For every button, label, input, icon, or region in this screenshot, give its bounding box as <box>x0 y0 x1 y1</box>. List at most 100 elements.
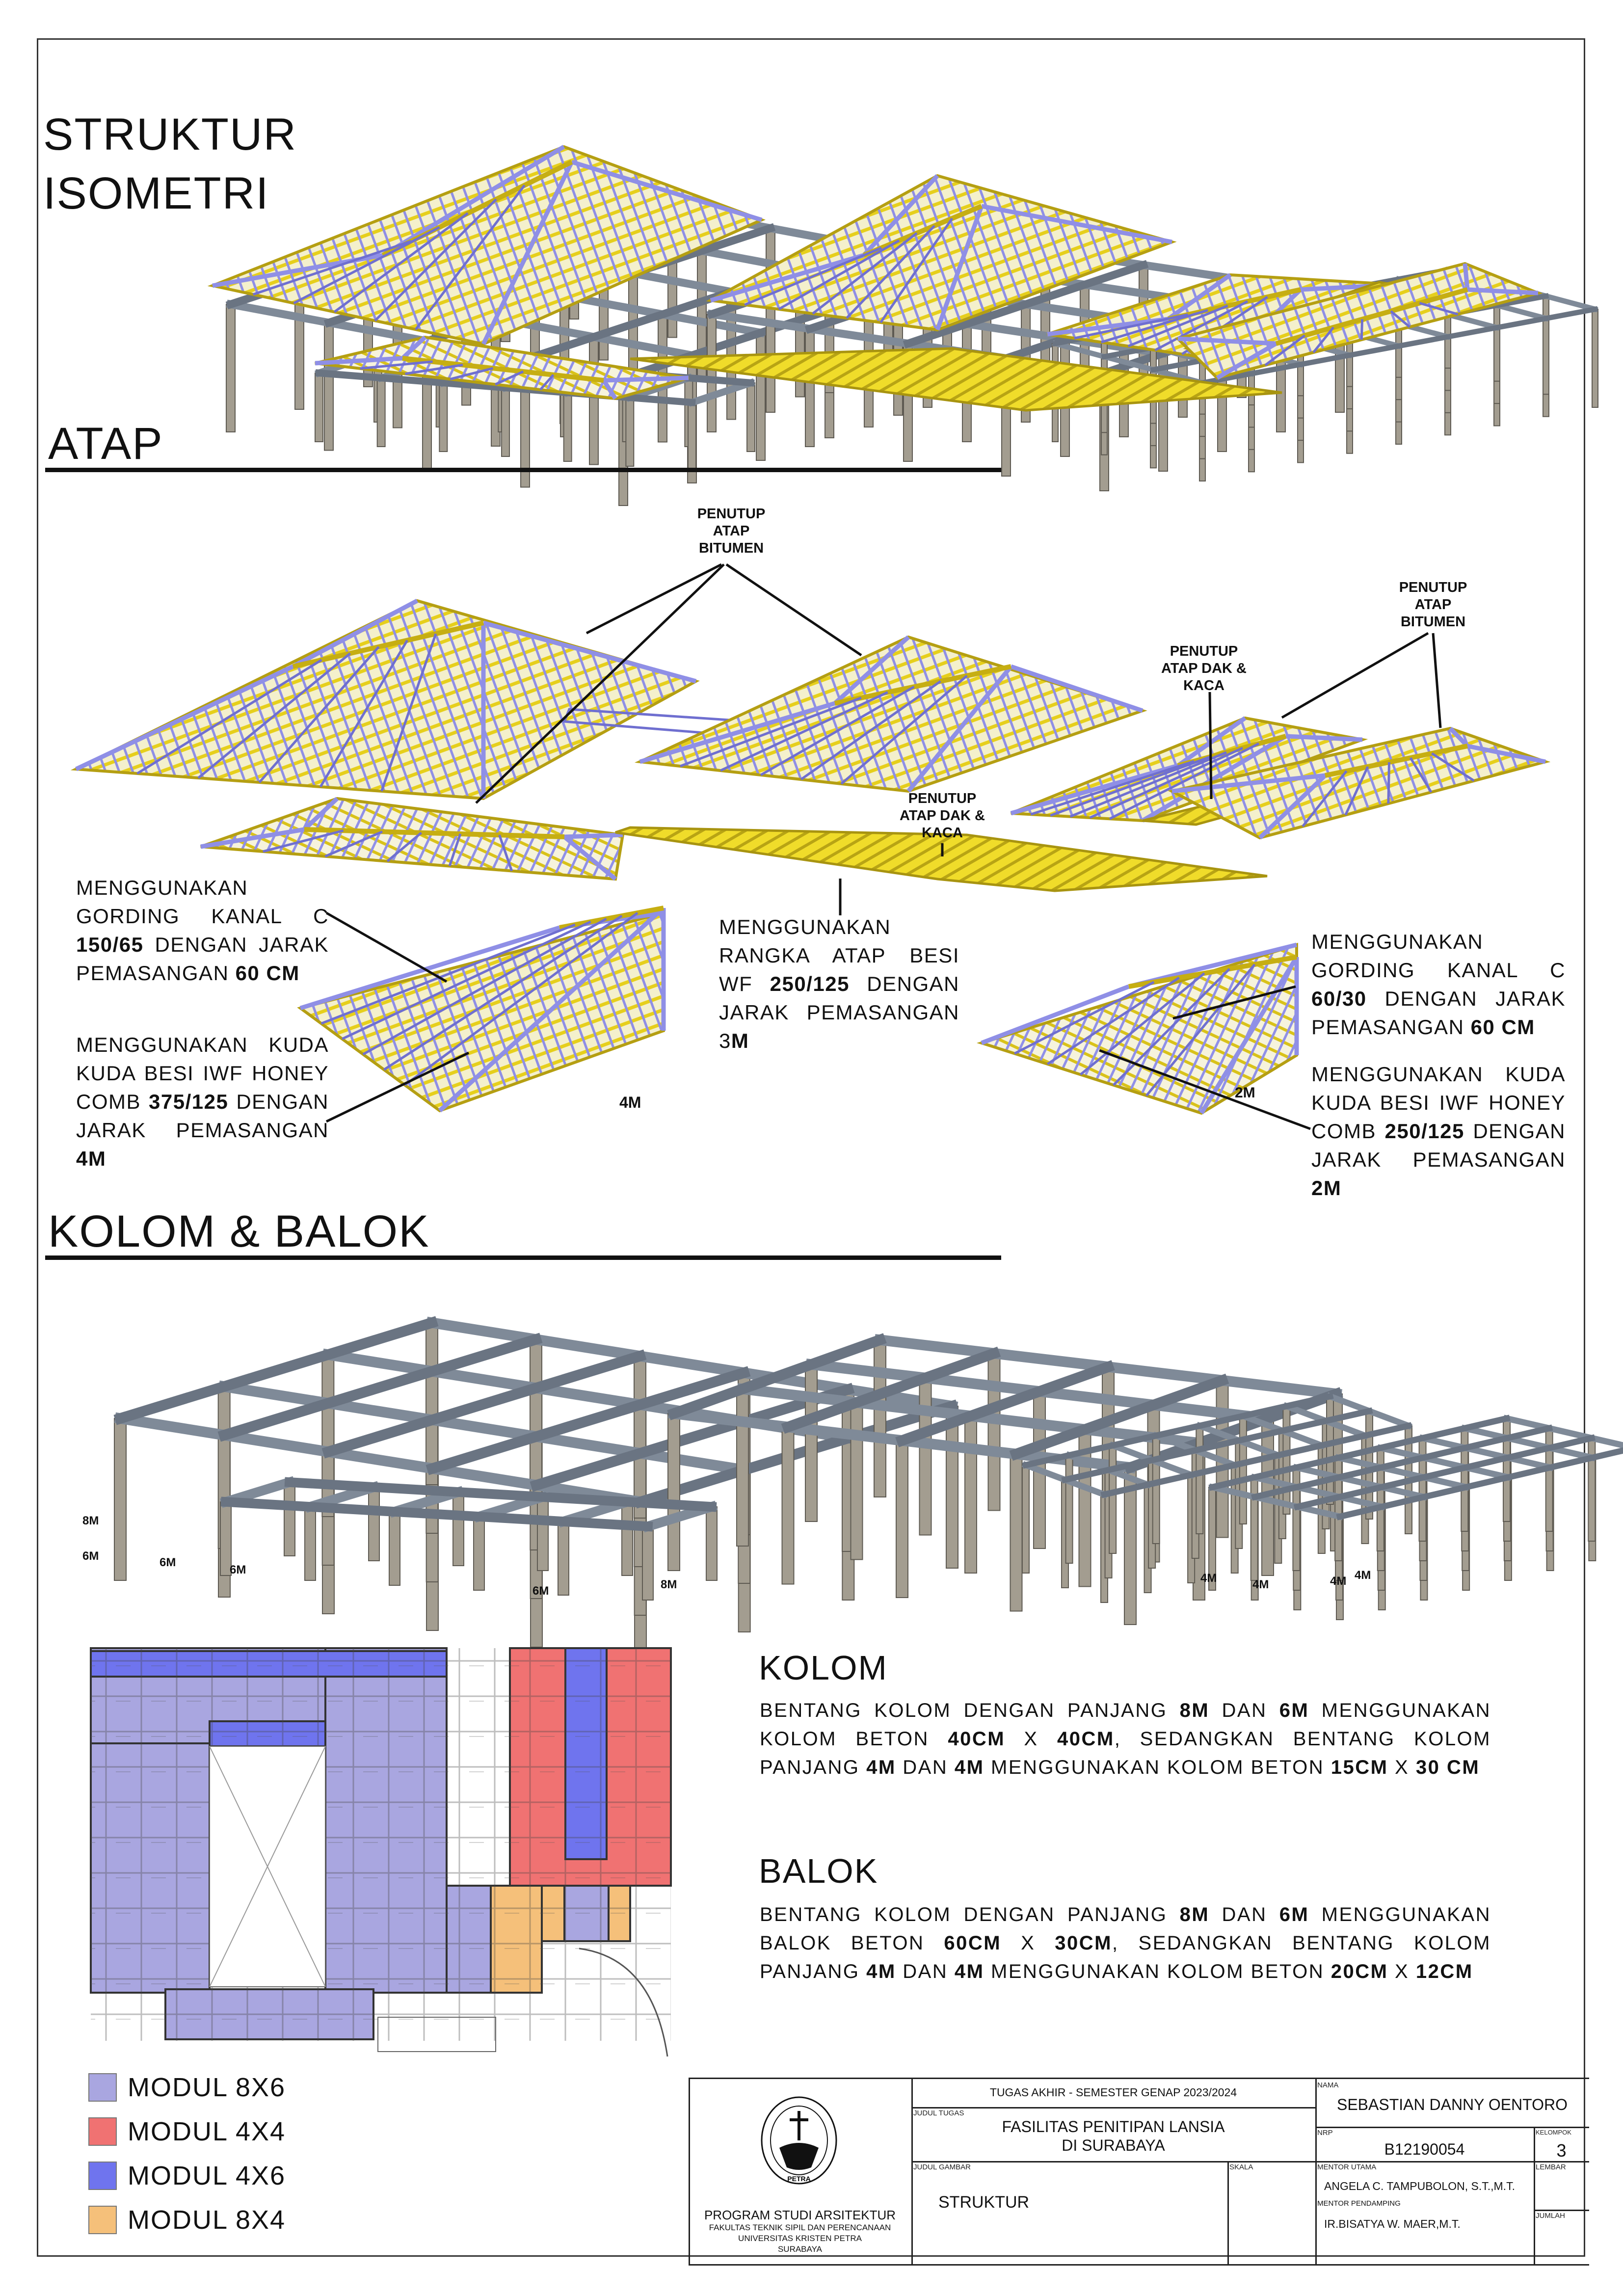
hip-rafter <box>1177 336 1277 346</box>
note-kuda-left: MENGGUNAKAN KUDA KUDA BESI IWF HONEY COM… <box>76 1031 329 1173</box>
beam <box>781 1346 1001 1434</box>
judul-gambar-cell: JUDUL GAMBAR STRUKTUR <box>911 2161 1227 2264</box>
truss <box>324 830 383 858</box>
callout-line: KACA <box>922 825 963 841</box>
column <box>625 397 635 467</box>
title-block: PETRA PROGRAM STUDI ARSITEKTUR FAKULTAS … <box>689 2078 1589 2266</box>
bold-value: 30CM <box>1055 1932 1112 1954</box>
truss <box>1154 300 1249 351</box>
project-title-line-2: DI SURABAYA <box>1062 2136 1165 2154</box>
ridge-beam <box>1275 287 1468 346</box>
truss <box>760 686 915 776</box>
field-label: JUDUL GAMBAR <box>913 2163 971 2171</box>
beam <box>1503 1415 1623 1449</box>
legend-label: MODUL 4X4 <box>128 2117 286 2146</box>
text-segment: X <box>1005 1728 1057 1750</box>
truss <box>1113 968 1230 1086</box>
truss <box>1390 310 1411 328</box>
column <box>1109 1445 1117 1554</box>
courtyard-path <box>209 1746 326 1987</box>
callout-line: PENUTUP <box>1170 643 1238 659</box>
column-beam-drawing <box>113 1316 1623 1664</box>
column <box>850 1402 863 1560</box>
text-segment: X <box>1388 1961 1416 1982</box>
frame <box>1021 1392 1413 1603</box>
beam <box>1208 1483 1344 1521</box>
city-name: SURABAYA <box>777 2244 823 2254</box>
truss <box>342 920 591 1040</box>
column <box>1503 1418 1511 1522</box>
bold-value: 6M <box>1279 1904 1309 1925</box>
hip-rafter <box>935 205 984 331</box>
text-segment: MENGGUNAKAN KUDA KUDA BESI IWF HONEY COM… <box>76 1033 329 1113</box>
hip-roof <box>315 335 689 400</box>
beam <box>113 1316 439 1425</box>
beam <box>1336 1447 1623 1521</box>
sheet-border <box>37 38 1585 2257</box>
bold-value: 4M <box>954 1961 984 1982</box>
hip-rafter <box>481 161 574 345</box>
truss <box>1089 747 1244 819</box>
kolom-balok-heading: KOLOM & BALOK <box>48 1206 430 1256</box>
main-mentor: ANGELA C. TAMPUBOLON, S.T.,M.T. <box>1324 2180 1515 2192</box>
callout-line: BITUMEN <box>698 540 764 556</box>
roof-plane <box>297 911 665 1113</box>
truss <box>539 374 555 391</box>
column <box>284 1482 295 1556</box>
text-segment: DENGAN JARAK PEMASANGAN <box>76 933 329 985</box>
column <box>946 1406 958 1569</box>
atap-heading: ATAP <box>48 419 163 469</box>
column <box>226 304 236 432</box>
site-road <box>579 1948 668 2057</box>
truss <box>415 184 526 330</box>
truss <box>1074 313 1189 340</box>
university-logo: PETRA <box>761 2096 837 2185</box>
hip-rafter <box>1171 773 1326 794</box>
column <box>1592 309 1598 408</box>
column <box>473 1516 485 1591</box>
beam <box>634 1399 959 1509</box>
truss <box>800 680 941 781</box>
column <box>919 1377 932 1536</box>
column <box>530 1339 542 1502</box>
truss <box>293 226 440 304</box>
column <box>114 1418 127 1581</box>
truss <box>1109 742 1260 820</box>
bold-value: 8M <box>1179 1700 1210 1721</box>
hip-rafter <box>710 253 865 303</box>
text-segment: , SEDANGKAN BENTANG KOLOM PANJANG <box>760 1728 1491 1778</box>
hip-rafter <box>906 665 1013 793</box>
column <box>688 402 696 472</box>
hip-roof <box>977 942 1299 1115</box>
note-rangka-center: MENGGUNAKAN RANGKA ATAP BESI WF 250/125 … <box>719 913 959 1055</box>
bold-value: 4M <box>76 1147 106 1170</box>
hip-rafter <box>200 827 305 849</box>
truss <box>1101 309 1208 344</box>
column <box>1152 1435 1160 1544</box>
hip-rafter <box>571 160 763 222</box>
legend-label: MODUL 8X6 <box>128 2073 286 2102</box>
text-segment: DAN <box>1209 1700 1279 1721</box>
hip-roof <box>706 174 1177 332</box>
column <box>501 387 510 457</box>
field-label: JUMLAH <box>1536 2212 1566 2220</box>
text-segment: MENGGUNAKAN KOLOM BETON <box>760 1700 1491 1750</box>
truss <box>1302 770 1348 828</box>
legend-item-modul-4x6: MODUL 4X6 <box>88 2161 286 2191</box>
program-name: PROGRAM STUDI ARSITEKTUR <box>704 2208 896 2222</box>
bold-value: 375/125 <box>149 1090 229 1113</box>
column <box>1196 1425 1204 1534</box>
column <box>1334 1457 1343 1561</box>
hip-roof <box>634 635 1147 793</box>
hip-roof <box>207 145 766 346</box>
dim-label: 4M <box>1200 1572 1217 1585</box>
text-segment: MENGGUNAKAN KOLOM BETON <box>984 1961 1331 1982</box>
kelompok-cell: KELOMPOK 3 <box>1534 2127 1589 2161</box>
roof-plane <box>706 174 1177 332</box>
beam <box>667 1333 887 1420</box>
bold-value: 4M <box>954 1757 984 1778</box>
roof-plane <box>70 599 700 801</box>
column <box>1376 1447 1384 1551</box>
hip-roof <box>297 906 666 1113</box>
